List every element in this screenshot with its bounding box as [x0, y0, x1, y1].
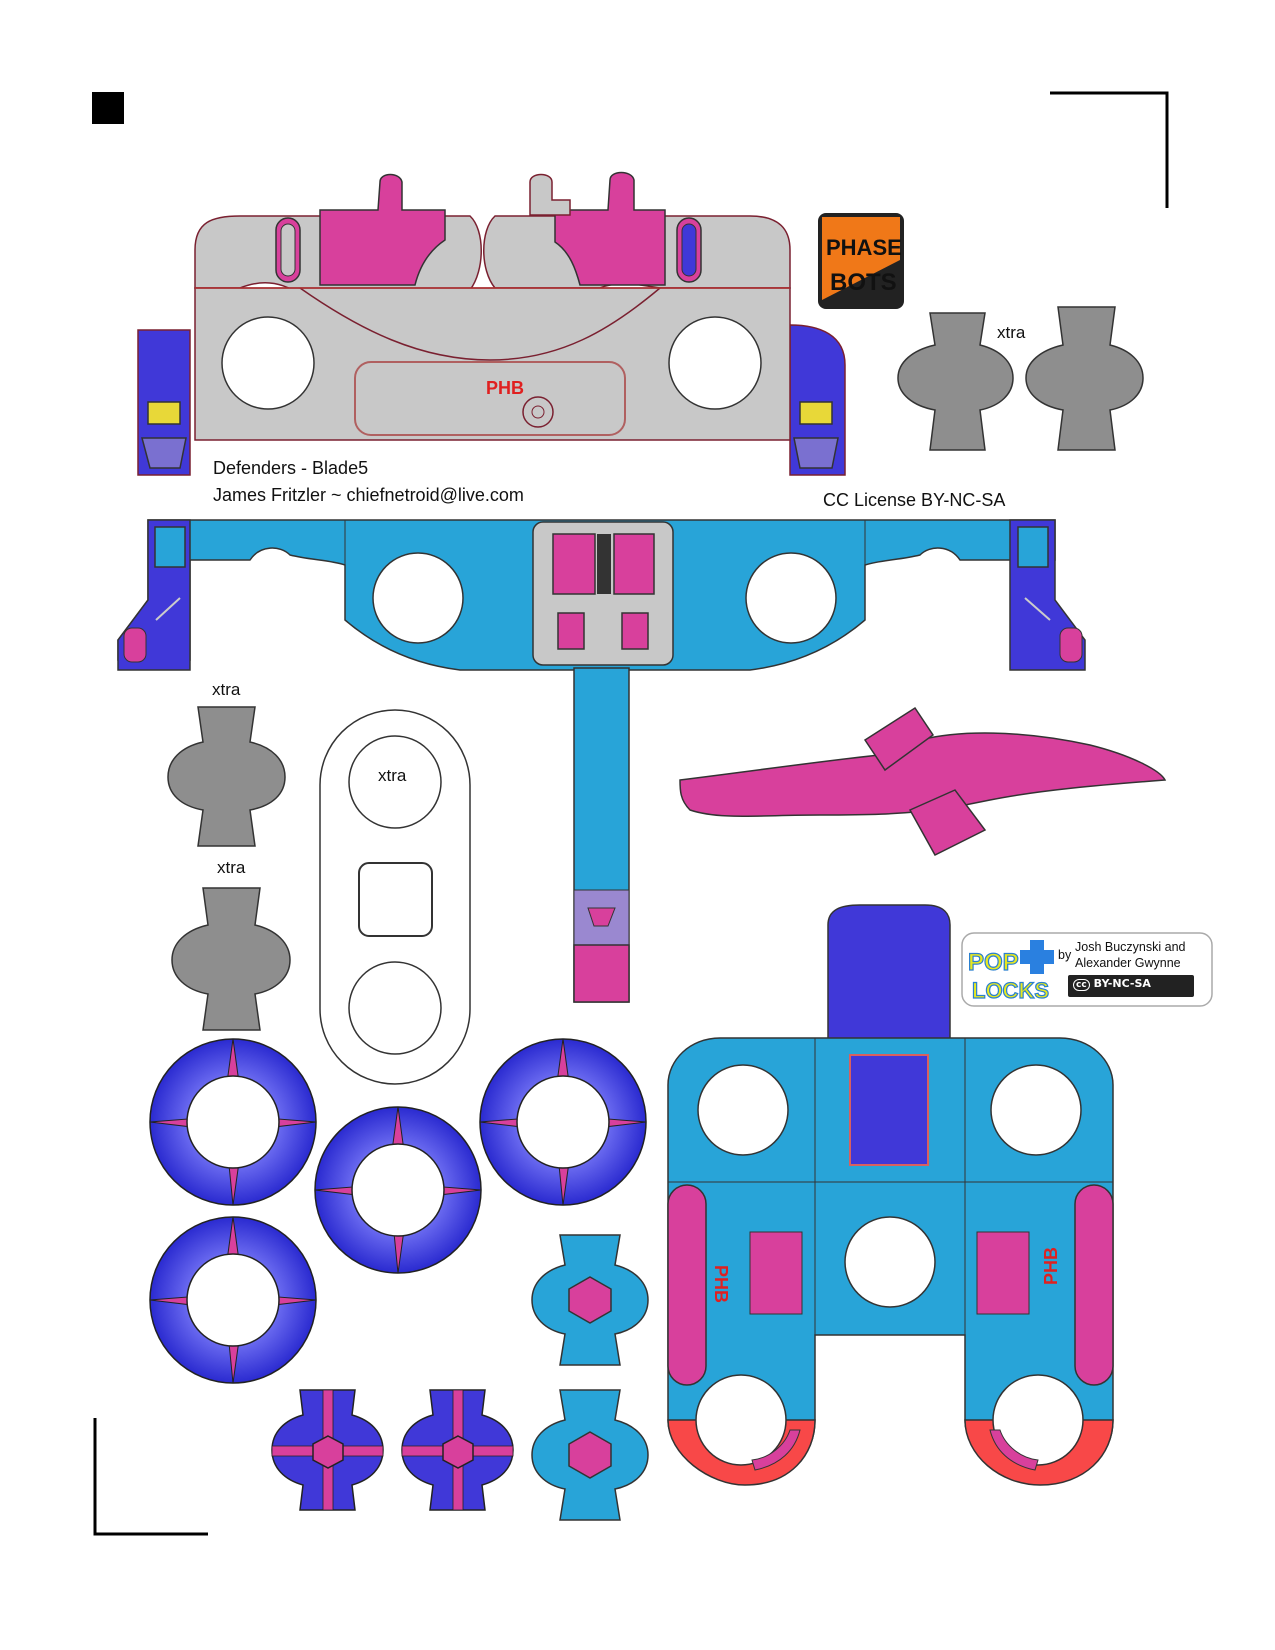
- cockpit-divider: [597, 534, 611, 594]
- cc-license-label: BY-NC-SA: [1093, 977, 1151, 990]
- right-tab-yellow-light: [799, 401, 833, 425]
- top-chassis-part: PHB: [137, 171, 846, 476]
- cockpit-light-right: [621, 612, 649, 650]
- hex-connector-lower: [531, 1389, 649, 1521]
- right-wing-window: [1017, 526, 1049, 568]
- body-hole-bottom-right: [992, 1374, 1084, 1466]
- hub-gear-left: [271, 1389, 384, 1511]
- svg-text:PHB: PHB: [486, 378, 524, 398]
- left-axle-hole: [221, 316, 315, 410]
- cockpit-light-left: [557, 612, 585, 650]
- body-hole-top-left: [697, 1064, 789, 1156]
- phasebots-logo: PHASE BOTS: [818, 213, 904, 309]
- blue-arm-part: [117, 519, 1086, 1003]
- left-tab-yellow-light: [147, 401, 181, 425]
- right-magenta-tab: [554, 171, 666, 286]
- hub-hole-top: [348, 735, 442, 829]
- turbine-ring: [149, 1038, 317, 1206]
- foot-mark-right: [989, 1429, 1039, 1471]
- right-wing-line: [1024, 597, 1051, 621]
- left-tab-vent: [141, 437, 187, 469]
- license-text: CC License BY-NC-SA: [823, 490, 1006, 510]
- body-window: [849, 1054, 929, 1166]
- xtra-label-mid-left: xtra: [212, 680, 241, 699]
- hex-connector-upper: [531, 1234, 649, 1366]
- left-magenta-tab: [319, 173, 446, 286]
- svg-text:POP: POP: [968, 949, 1019, 976]
- connector-xtra-mid-left: [167, 706, 286, 847]
- xtra-label-hub: xtra: [378, 766, 407, 785]
- crop-mark-bottom-left: [93, 1418, 208, 1536]
- center-bolt-inner: [531, 405, 545, 419]
- registration-square: [92, 92, 124, 124]
- poplocks-authors-line2: Alexander Gwynne: [1075, 956, 1181, 970]
- turbine-ring: [314, 1106, 482, 1274]
- author-credit: James Fritzler ~ chiefnetroid@live.com: [213, 485, 524, 505]
- gray-lower-curve: [299, 287, 661, 361]
- body-hole-top-right: [990, 1064, 1082, 1156]
- phb-emblem-left: PHB: [711, 1265, 731, 1303]
- body-hole-bottom-left: [695, 1374, 787, 1466]
- xtra-label-low-left: xtra: [217, 858, 246, 877]
- cc-icon: cc: [1073, 979, 1090, 991]
- left-slot-inner: [280, 223, 296, 277]
- cockpit-window-right: [613, 533, 655, 595]
- left-wing-line: [155, 597, 181, 621]
- hub-square: [358, 862, 433, 937]
- tail-tip: [573, 944, 630, 1003]
- model-title: Defenders - Blade5: [213, 458, 369, 478]
- body-pad-left: [749, 1231, 803, 1315]
- right-tab-vent: [793, 437, 839, 469]
- hub-hole-bottom: [348, 961, 442, 1055]
- tail-badge-shape: [587, 907, 616, 927]
- foot-mark-left: [751, 1429, 801, 1471]
- right-axle-hole: [668, 316, 762, 410]
- phb-emblem-right: PHB: [1041, 1247, 1061, 1285]
- center-grille: [354, 361, 626, 436]
- left-arm-hole: [372, 552, 464, 644]
- white-hub-bar: [319, 709, 471, 1085]
- left-wing-window: [154, 526, 186, 568]
- center-bolt: [522, 396, 554, 428]
- connector-xtra-top-left: [897, 312, 1014, 451]
- poplocks-by: by: [1058, 948, 1072, 962]
- body-pad-right: [976, 1231, 1030, 1315]
- cockpit-window-left: [552, 533, 596, 595]
- svg-text:BOTS: BOTS: [830, 269, 897, 296]
- turbine-ring: [149, 1216, 317, 1384]
- head-tab: [827, 904, 951, 1041]
- right-arm-hole: [745, 552, 837, 644]
- body-side-right: [1074, 1184, 1114, 1386]
- turbine-ring: [479, 1038, 647, 1206]
- turbine-rings: [149, 1038, 647, 1384]
- crop-mark-top-right: [1050, 91, 1169, 208]
- rotor-blade: [679, 706, 1167, 856]
- connector-xtra-top-right: [1025, 306, 1144, 451]
- poplocks-authors-line1: Josh Buczynski and: [1075, 940, 1186, 954]
- body-hole-center: [844, 1216, 936, 1308]
- center-gray-tab: [529, 173, 571, 216]
- left-wing-grip: [123, 627, 147, 663]
- svg-text:PHASE: PHASE: [826, 235, 902, 260]
- body-side-left: [667, 1184, 707, 1386]
- hub-gear-right: [401, 1389, 514, 1511]
- xtra-label-top-right: xtra: [997, 323, 1026, 342]
- svg-text:LOCKS: LOCKS: [972, 978, 1049, 1003]
- connector-xtra-low-left: [171, 887, 291, 1031]
- right-wing-grip: [1059, 627, 1083, 663]
- blue-body-part: PHB PHB: [667, 904, 1114, 1486]
- right-slot-inner: [681, 223, 697, 277]
- phb-emblem-top: PHB: [486, 378, 524, 398]
